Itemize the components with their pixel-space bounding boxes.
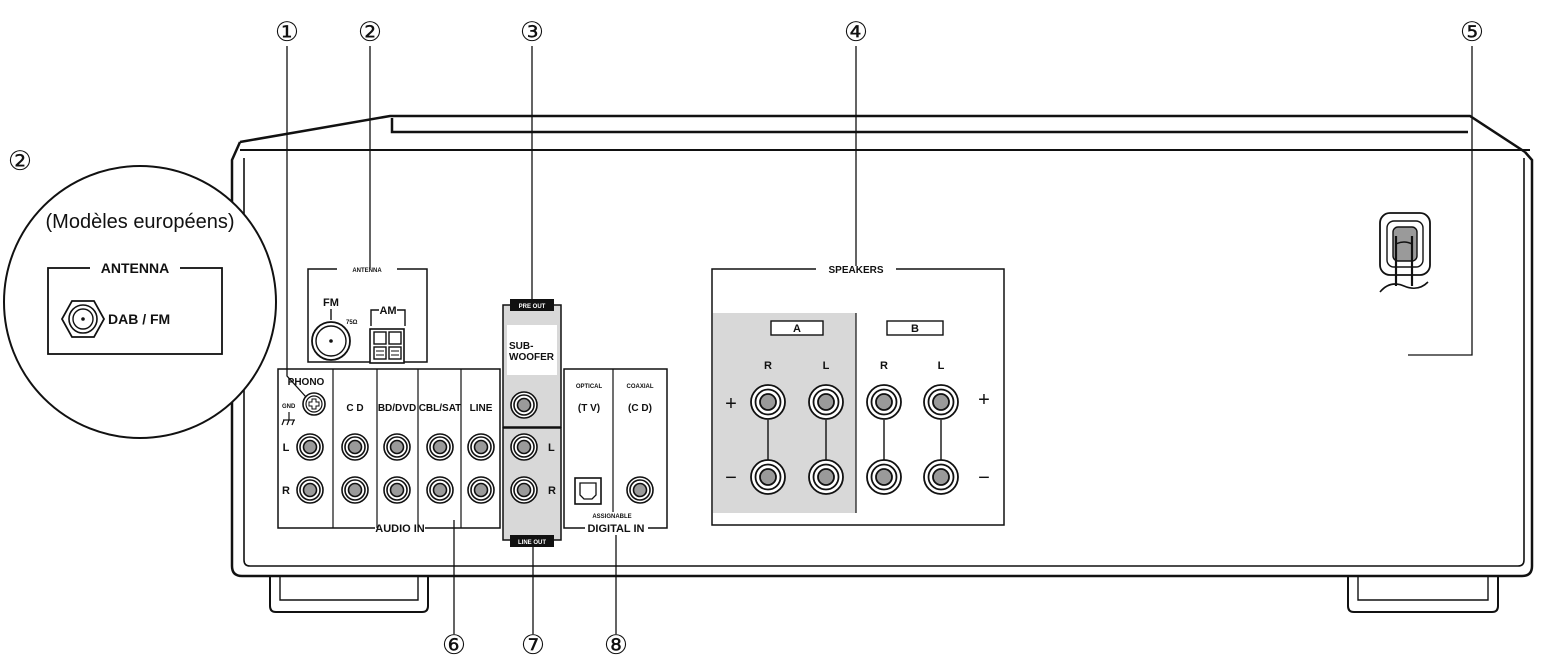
speaker-a-r-label: R	[764, 360, 772, 372]
am-terminal-icon	[369, 328, 405, 364]
line-out-l-jack[interactable]	[510, 433, 538, 461]
speaker-b-label: B	[911, 323, 919, 335]
speaker-b-badge	[886, 320, 944, 336]
bd-dvd-r-jack[interactable]	[383, 476, 411, 504]
speakers-section: SPEAKERS A B R L R L + − + −	[711, 265, 1005, 526]
cbl-sat-r-jack[interactable]	[426, 476, 454, 504]
speaker-a-minus-sign: −	[725, 467, 737, 489]
bd-dvd-l-jack[interactable]	[383, 433, 411, 461]
speaker-b-r-plus-terminal[interactable]	[866, 384, 902, 420]
inset-european-models: (Modèles européens) ANTENNA DAB / FM	[3, 165, 277, 439]
phono-r-label: R	[282, 485, 290, 497]
phono-l-label: L	[283, 442, 290, 454]
cbl-sat-l-jack[interactable]	[426, 433, 454, 461]
line-out-r-label: R	[548, 485, 556, 497]
subwoofer-label-2: WOOFER	[509, 352, 555, 363]
audio-in-title: AUDIO IN	[375, 523, 425, 535]
foot-left	[269, 577, 429, 613]
ground-symbol-icon	[281, 412, 295, 426]
gnd-label: GND	[282, 404, 296, 410]
antenna-title: ANTENNA	[352, 268, 382, 274]
speaker-a-l-minus-terminal[interactable]	[808, 459, 844, 495]
line-out-tag: LINE OUT	[518, 540, 546, 546]
inset-antenna-label: ANTENNA	[101, 260, 169, 276]
dab-fm-jack-icon	[60, 300, 106, 338]
speaker-b-l-plus-terminal[interactable]	[923, 384, 959, 420]
optical-sub-label: (T V)	[578, 403, 600, 414]
gnd-screw-icon	[302, 392, 326, 416]
foot-right	[1347, 577, 1499, 613]
callout-2-inset: ②	[8, 146, 32, 176]
chassis	[230, 114, 1534, 578]
callout-1: ①	[275, 17, 299, 47]
inset-jack-label: DAB / FM	[108, 311, 170, 327]
speaker-a-l-plus-terminal[interactable]	[808, 384, 844, 420]
line-l-jack[interactable]	[467, 433, 495, 461]
coaxial-label: COAXIAL	[627, 384, 654, 390]
line-label: LINE	[470, 403, 493, 414]
optical-jack-icon[interactable]	[574, 477, 602, 505]
phono-label: PHONO	[288, 377, 325, 388]
coaxial-sub-label: (C D)	[628, 403, 652, 414]
line-out-section: L R LINE OUT	[502, 427, 562, 547]
speaker-b-l-minus-terminal[interactable]	[923, 459, 959, 495]
fm-jack-icon	[311, 321, 351, 361]
phono-r-jack[interactable]	[296, 476, 324, 504]
callout-8: ⑧	[604, 630, 628, 659]
coaxial-jack[interactable]	[626, 476, 654, 504]
callout-2: ②	[358, 17, 382, 47]
speaker-b-r-label: R	[880, 360, 888, 372]
audio-in-section: AUDIO IN PHONO GND L R C D BD/DVD CBL/SA…	[277, 368, 501, 535]
speaker-a-plus-sign: +	[725, 393, 737, 415]
subwoofer-label-1: SUB-	[509, 341, 533, 352]
speakers-title: SPEAKERS	[828, 265, 883, 276]
callout-3: ③	[520, 17, 544, 47]
speaker-a-r-plus-terminal[interactable]	[750, 384, 786, 420]
callout-leaders	[286, 46, 1473, 634]
cd-l-jack[interactable]	[341, 433, 369, 461]
digital-in-title: DIGITAL IN	[587, 523, 644, 535]
speaker-b-plus-sign: +	[978, 389, 990, 411]
optical-label: OPTICAL	[576, 384, 603, 390]
cd-label: C D	[346, 403, 363, 414]
antenna-section: ANTENNA FM 75Ω AM	[307, 268, 428, 364]
line-out-r-jack[interactable]	[510, 476, 538, 504]
phono-l-jack[interactable]	[296, 433, 324, 461]
pre-out-section: PRE OUT SUB- WOOFER	[502, 299, 562, 428]
cbl-sat-label: CBL/SAT	[419, 403, 462, 414]
subwoofer-jack[interactable]	[510, 391, 538, 419]
inset-caption: (Modèles européens)	[46, 211, 235, 233]
speaker-a-badge	[770, 320, 824, 336]
line-out-l-label: L	[548, 442, 555, 454]
speaker-b-l-label: L	[938, 360, 945, 372]
power-cord-icon	[1379, 212, 1431, 293]
speaker-a-label: A	[793, 323, 801, 335]
am-label: AM	[379, 305, 396, 317]
fm-label: FM	[323, 297, 339, 309]
speaker-a-l-label: L	[823, 360, 830, 372]
callout-7: ⑦	[521, 630, 545, 659]
line-r-jack[interactable]	[467, 476, 495, 504]
speaker-b-minus-sign: −	[978, 467, 990, 489]
pre-out-tag: PRE OUT	[519, 304, 546, 310]
impedance-label: 75Ω	[346, 320, 358, 326]
callout-6: ⑥	[442, 630, 466, 659]
speaker-b-r-minus-terminal[interactable]	[866, 459, 902, 495]
cd-r-jack[interactable]	[341, 476, 369, 504]
assignable-label: ASSIGNABLE	[592, 514, 631, 520]
speaker-a-r-minus-terminal[interactable]	[750, 459, 786, 495]
callout-5: ⑤	[1460, 17, 1484, 47]
digital-in-section: OPTICAL (T V) COAXIAL (C D) ASSIGNABLE D…	[563, 368, 668, 535]
callout-4: ④	[844, 17, 868, 47]
bd-dvd-label: BD/DVD	[378, 403, 416, 414]
